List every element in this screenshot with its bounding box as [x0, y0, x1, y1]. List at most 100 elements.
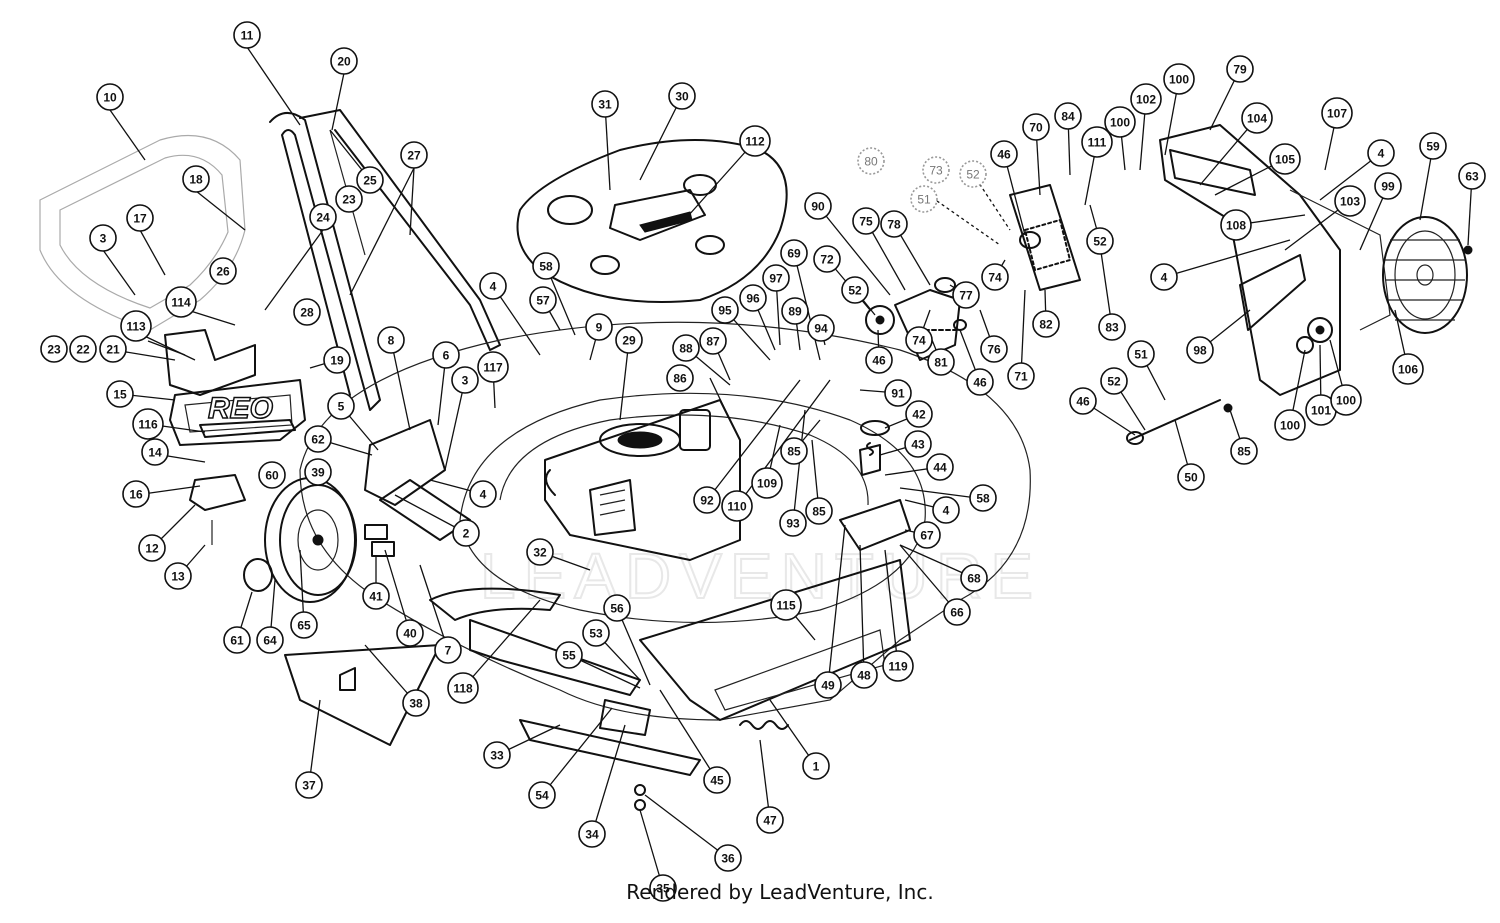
- callout-81: 81: [927, 348, 955, 376]
- callout-label: 72: [820, 253, 834, 267]
- callout-82: 82: [1032, 310, 1060, 338]
- callout-label: 16: [129, 488, 143, 502]
- callout-46: 46: [966, 368, 994, 396]
- callout-15: 15: [106, 380, 134, 408]
- callout-68: 68: [960, 564, 988, 592]
- callout-52: 52: [1100, 367, 1128, 395]
- front-axle-bracket: [839, 420, 911, 551]
- callout-23: 23: [40, 335, 68, 363]
- callout-9: 9: [585, 313, 613, 341]
- callout-label: 3: [462, 374, 469, 388]
- callout-89: 89: [781, 297, 809, 325]
- callout-63: 63: [1458, 162, 1486, 190]
- callout-label: 63: [1465, 170, 1479, 184]
- callout-58: 58: [532, 252, 560, 280]
- callout-97: 97: [762, 264, 790, 292]
- callout-label: 100: [1336, 394, 1356, 408]
- callout-label: 88: [679, 342, 693, 356]
- callout-119: 119: [882, 650, 914, 682]
- callout-39: 39: [304, 458, 332, 486]
- callout-100: 100: [1330, 384, 1362, 416]
- callout-87: 87: [699, 327, 727, 355]
- callout-label: 78: [887, 218, 901, 232]
- callout-label: 75: [859, 215, 873, 229]
- callout-52: 52: [1086, 227, 1114, 255]
- callout-label: 10: [103, 91, 117, 105]
- callout-label: 1: [813, 760, 820, 774]
- callout-label: 52: [966, 168, 980, 182]
- callout-label: 86: [673, 372, 687, 386]
- callout-label: 119: [888, 660, 908, 674]
- callout-label: 44: [933, 461, 947, 475]
- callout-label: 92: [700, 494, 714, 508]
- callout-27: 27: [400, 141, 428, 169]
- callout-label: 37: [302, 779, 316, 793]
- callout-111: 111: [1081, 126, 1113, 158]
- callout-85: 85: [805, 497, 833, 525]
- callout-label: 19: [330, 354, 344, 368]
- callout-52: 52: [841, 276, 869, 304]
- callout-37: 37: [295, 771, 323, 799]
- callout-26: 26: [209, 257, 237, 285]
- callout-label: 108: [1226, 219, 1246, 233]
- callout-73: 73: [922, 156, 950, 184]
- callout-1: 1: [802, 752, 830, 780]
- callout-36: 36: [714, 844, 742, 872]
- callout-51: 51: [910, 185, 938, 213]
- callout-49: 49: [814, 671, 842, 699]
- callout-label: 102: [1136, 93, 1156, 107]
- drive-belt-housing: [1009, 184, 1081, 291]
- callout-112: 112: [739, 125, 771, 157]
- callout-label: 45: [710, 774, 724, 788]
- callout-80: 80: [857, 147, 885, 175]
- callout-label: 101: [1311, 404, 1331, 418]
- callout-13: 13: [164, 562, 192, 590]
- callout-57: 57: [529, 286, 557, 314]
- callout-107: 107: [1321, 97, 1353, 129]
- callout-52: 52: [959, 160, 987, 188]
- callout-label: 109: [757, 477, 777, 491]
- callout-18: 18: [182, 165, 210, 193]
- callout-label: 83: [1105, 321, 1119, 335]
- callout-56: 56: [603, 594, 631, 622]
- callout-label: 115: [776, 599, 796, 613]
- callout-label: 59: [1426, 140, 1440, 154]
- callout-67: 67: [913, 521, 941, 549]
- callout-label: 95: [718, 304, 732, 318]
- callout-label: 104: [1247, 112, 1267, 126]
- callout-label: 39: [311, 466, 325, 480]
- callout-label: 60: [265, 469, 279, 483]
- callout-100: 100: [1104, 106, 1136, 138]
- callout-label: 47: [763, 814, 777, 828]
- callout-75: 75: [852, 207, 880, 235]
- callout-label: 74: [988, 271, 1002, 285]
- callout-label: 26: [216, 265, 230, 279]
- callout-label: 67: [920, 529, 934, 543]
- callout-label: 112: [745, 135, 765, 149]
- callout-label: 49: [821, 679, 835, 693]
- callout-105: 105: [1269, 143, 1301, 175]
- brand-logo: REO: [208, 392, 273, 425]
- tension-spring: [739, 720, 789, 730]
- callout-label: 70: [1029, 121, 1043, 135]
- callout-31: 31: [591, 90, 619, 118]
- callout-84: 84: [1054, 102, 1082, 130]
- callout-38: 38: [402, 689, 430, 717]
- callout-label: 33: [490, 749, 504, 763]
- callout-label: 25: [363, 174, 377, 188]
- callout-label: 85: [812, 505, 826, 519]
- callout-55: 55: [555, 641, 583, 669]
- rear-wheel: [243, 477, 357, 603]
- callout-59: 59: [1419, 132, 1447, 160]
- callout-8: 8: [377, 326, 405, 354]
- callout-label: 40: [403, 627, 417, 641]
- callout-label: 98: [1193, 344, 1207, 358]
- callout-51: 51: [1127, 340, 1155, 368]
- callout-23: 23: [335, 185, 363, 213]
- callout-60: 60: [258, 461, 286, 489]
- callout-91: 91: [884, 379, 912, 407]
- callout-11: 11: [233, 21, 261, 49]
- callout-7: 7: [434, 636, 462, 664]
